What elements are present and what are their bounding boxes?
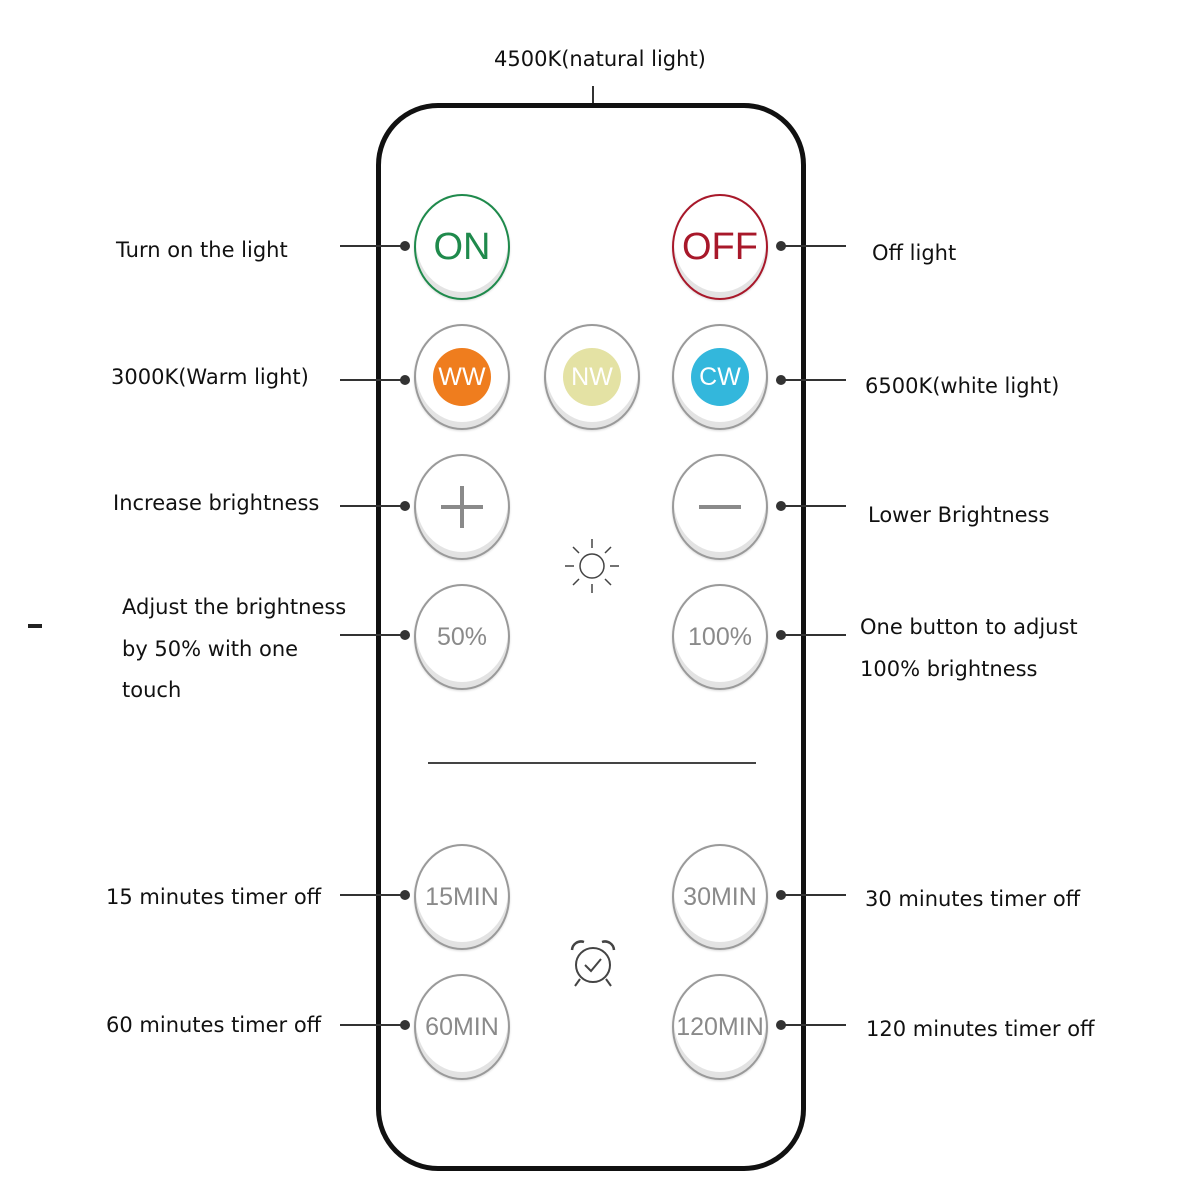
- label-timer-15: 15 minutes timer off: [106, 885, 322, 909]
- leader-pin-50: [400, 630, 410, 640]
- label-lower-brightness: Lower Brightness: [868, 503, 1050, 527]
- leader-pin-minus: [776, 501, 786, 511]
- leader-line-30: [780, 894, 846, 896]
- timer-30-button[interactable]: 30MIN: [672, 844, 768, 950]
- leader-line-50: [340, 634, 404, 636]
- timer-60-button[interactable]: 60MIN: [414, 974, 510, 1080]
- divider-line: [428, 762, 756, 764]
- lower-brightness-button[interactable]: [672, 454, 768, 560]
- leader-line-plus: [340, 505, 404, 507]
- leader-pin-100: [776, 630, 786, 640]
- leader-line-60: [340, 1024, 404, 1026]
- label-half-line2: by 50% with one: [122, 637, 299, 661]
- leader-pin-cw: [776, 375, 786, 385]
- leader-line-cw: [780, 379, 846, 381]
- nw-color-dot: NW: [563, 348, 621, 406]
- leader-line-off: [780, 245, 846, 247]
- label-full-line2: 100% brightness: [860, 657, 1038, 681]
- nw-button[interactable]: NW: [544, 324, 640, 430]
- cw-button[interactable]: CW: [672, 324, 768, 430]
- alarm-clock-icon: [570, 940, 616, 987]
- plus-icon: [441, 486, 483, 528]
- label-timer-60: 60 minutes timer off: [106, 1013, 322, 1037]
- brightness-50-button[interactable]: 50%: [414, 584, 510, 690]
- label-increase-brightness: Increase brightness: [113, 491, 320, 515]
- label-warm-light: 3000K(Warm light): [111, 365, 309, 389]
- leader-line-15: [340, 894, 404, 896]
- label-white-light: 6500K(white light): [865, 374, 1060, 398]
- label-natural-light: 4500K(natural light): [494, 47, 706, 71]
- ww-color-dot: WW: [433, 348, 491, 406]
- off-button[interactable]: OFF: [672, 194, 768, 300]
- minus-icon: [699, 505, 741, 509]
- leader-pin-off: [776, 241, 786, 251]
- label-half-line3: touch: [122, 678, 182, 702]
- brightness-100-button[interactable]: 100%: [672, 584, 768, 690]
- leader-pin-ww: [400, 375, 410, 385]
- leader-line-on: [340, 245, 404, 247]
- leader-pin-plus: [400, 501, 410, 511]
- leader-pin-15: [400, 890, 410, 900]
- label-off-light: Off light: [872, 241, 957, 265]
- leader-pin-60: [400, 1020, 410, 1030]
- cw-color-dot: CW: [691, 348, 749, 406]
- stray-mark: [28, 624, 42, 628]
- timer-15-button[interactable]: 15MIN: [414, 844, 510, 950]
- leader-line-minus: [780, 505, 846, 507]
- sun-icon: [565, 539, 619, 593]
- timer-120-button[interactable]: 120MIN: [672, 974, 768, 1080]
- label-half-line1: Adjust the brightness: [122, 595, 347, 619]
- leader-line-ww: [340, 379, 404, 381]
- on-button[interactable]: ON: [414, 194, 510, 300]
- label-turn-on: Turn on the light: [116, 238, 288, 262]
- label-timer-30: 30 minutes timer off: [865, 887, 1081, 911]
- leader-pin-30: [776, 890, 786, 900]
- label-timer-120: 120 minutes timer off: [866, 1017, 1095, 1041]
- ww-button[interactable]: WW: [414, 324, 510, 430]
- leader-line-100: [780, 634, 846, 636]
- leader-pin-120: [776, 1020, 786, 1030]
- label-full-line1: One button to adjust: [860, 615, 1078, 639]
- leader-pin-on: [400, 241, 410, 251]
- leader-line-120: [780, 1024, 846, 1026]
- increase-brightness-button[interactable]: [414, 454, 510, 560]
